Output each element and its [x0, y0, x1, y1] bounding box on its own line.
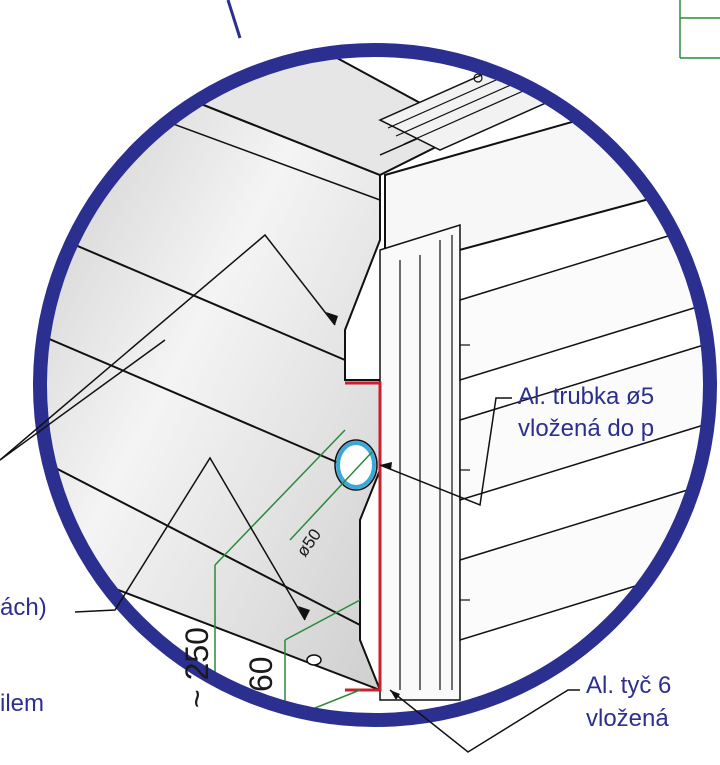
leader-lines — [0, 233, 580, 753]
inset-frame — [679, 0, 720, 59]
tube-label-line1: Al. trubka ø5 — [518, 383, 655, 410]
total-height-dimension: ~ 250 — [179, 627, 215, 708]
panel-seam — [40, 334, 356, 471]
right-board — [459, 218, 710, 382]
red-profile — [345, 381, 382, 692]
panel-seam — [40, 229, 346, 361]
arrowhead — [390, 690, 400, 700]
small-height-dimension: 60 — [243, 656, 279, 692]
aluminium-pipe — [336, 441, 376, 489]
arrowhead — [380, 462, 392, 470]
tube-label-line2: vložená do p — [518, 415, 655, 442]
right-board — [459, 338, 710, 502]
bar-label-line1: Al. tyč 6 — [586, 672, 672, 699]
magnifier-ring — [33, 43, 717, 727]
magnifier-handle-line — [226, 0, 242, 39]
bar-label-line2: vložená — [586, 705, 669, 732]
bolt-marker — [306, 654, 322, 666]
arrowhead — [298, 606, 310, 620]
left-label-fragment: ách) — [0, 594, 47, 621]
arrowhead — [326, 312, 338, 325]
right-board — [459, 478, 710, 642]
left-label-fragment-2: ilem — [0, 690, 45, 717]
panel-seam — [40, 459, 361, 626]
